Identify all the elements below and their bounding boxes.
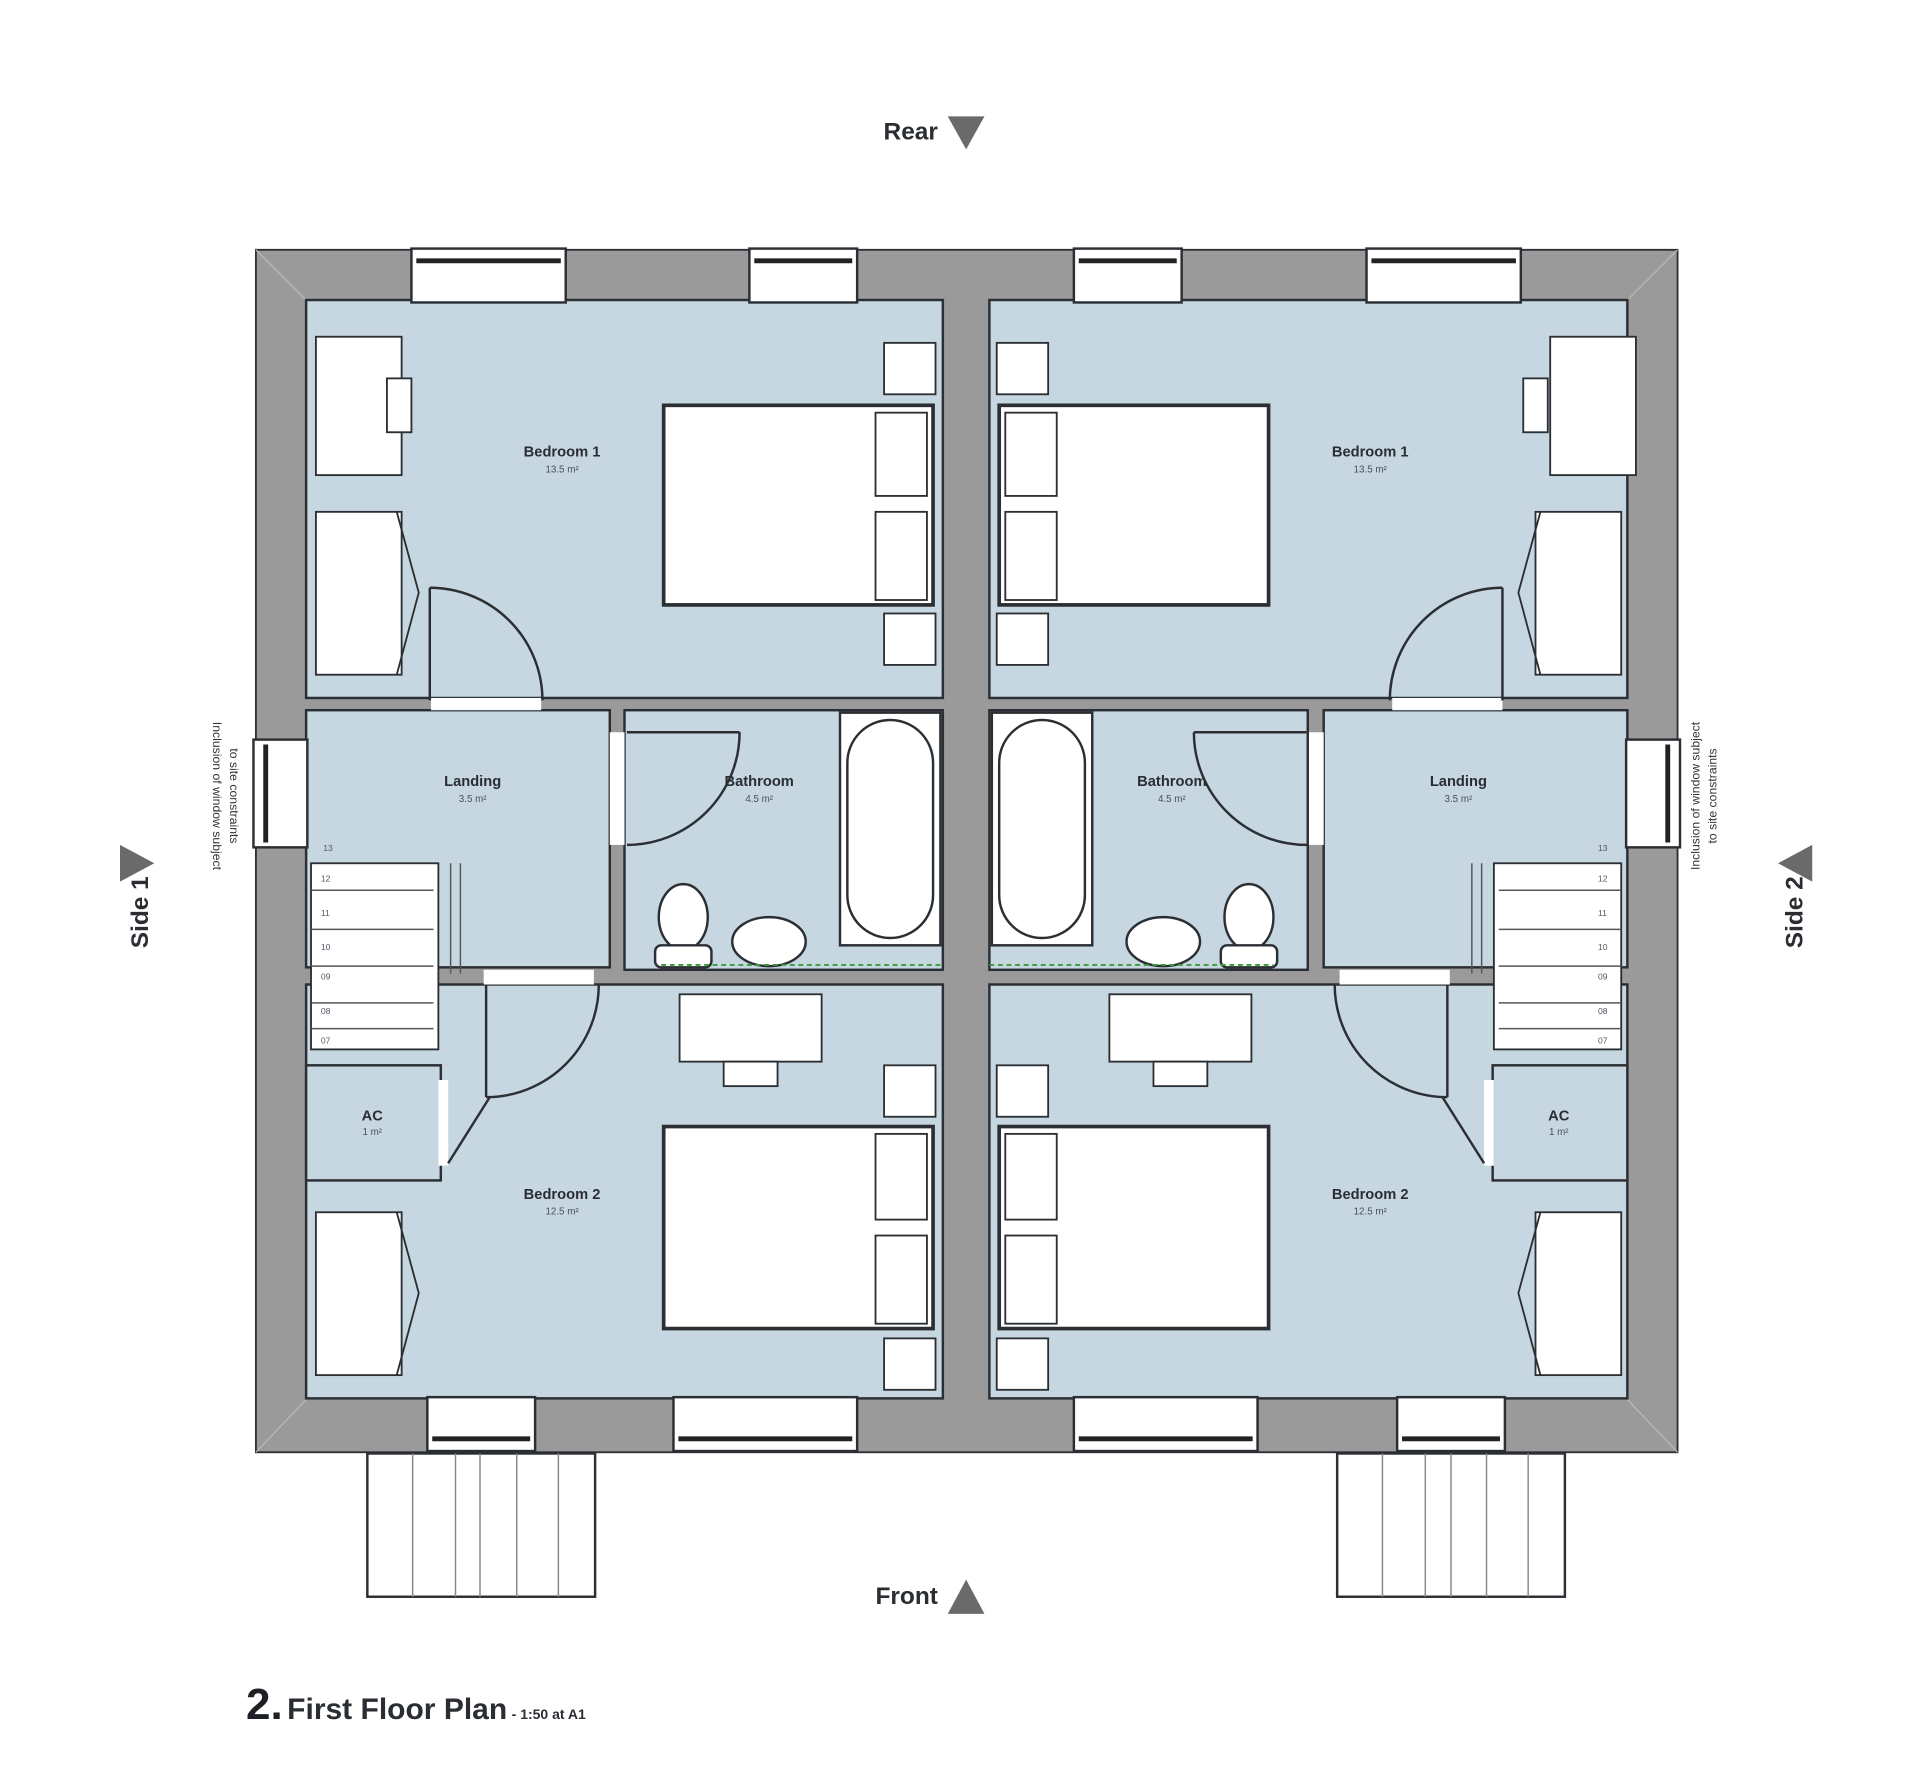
room-label: Bathroom xyxy=(1137,774,1206,790)
svg-text:to site constraints: to site constraints xyxy=(227,748,241,843)
room-area: 4.5 m² xyxy=(1158,794,1186,805)
plan-title: 2. First Floor Plan - 1:50 at A1 xyxy=(246,1680,586,1730)
basins xyxy=(731,915,1202,968)
staircases xyxy=(310,862,1623,1051)
svg-text:08: 08 xyxy=(321,1006,331,1016)
svg-text:12: 12 xyxy=(321,874,331,884)
room-area: 1 m² xyxy=(1549,1127,1569,1138)
room-area: 12.5 m² xyxy=(545,1207,579,1218)
room-label: Bedroom 1 xyxy=(524,445,601,461)
room-area: 3.5 m² xyxy=(1445,794,1473,805)
orientation-rear: Rear xyxy=(884,116,985,150)
orientation-side-1: Side 1 xyxy=(120,844,155,948)
side-note-left: Inclusion of window subject to site cons… xyxy=(210,722,241,871)
room-label: Landing xyxy=(1430,774,1487,790)
stair-numbers: 13 12 11 10 09 08 07 13 12 11 10 09 08 0… xyxy=(321,843,1608,1045)
door-openings xyxy=(431,697,1503,1166)
svg-text:13: 13 xyxy=(323,843,333,853)
room-label: AC xyxy=(362,1108,384,1124)
baths xyxy=(838,711,1094,947)
room-label: Landing xyxy=(444,774,501,790)
svg-text:11: 11 xyxy=(321,908,330,918)
doors xyxy=(428,586,1504,1164)
svg-text:13: 13 xyxy=(1598,843,1608,853)
arrow-left-icon xyxy=(1777,844,1813,882)
windows xyxy=(252,247,1682,1453)
svg-text:10: 10 xyxy=(1598,942,1608,952)
orientation-front: Front xyxy=(875,1579,985,1614)
room-label: Bedroom 2 xyxy=(1332,1187,1409,1203)
porch-canopies xyxy=(366,1452,1567,1598)
wardrobes xyxy=(315,510,1623,1377)
side-note-right: Inclusion of window subject to site cons… xyxy=(1689,721,1720,870)
toilets xyxy=(653,882,1279,969)
svg-text:Side 1: Side 1 xyxy=(127,876,154,948)
room-label: AC xyxy=(1548,1108,1570,1124)
desks xyxy=(315,335,1637,1088)
orientation-side-2: Side 2 xyxy=(1777,844,1813,948)
svg-text:Front: Front xyxy=(875,1583,938,1610)
room-label: Bedroom 1 xyxy=(1332,445,1409,461)
arrow-down-icon xyxy=(947,116,985,150)
room-area: 13.5 m² xyxy=(545,465,579,476)
room-labels: Bedroom 1 13.5 m² Landing 3.5 m² Bathroo… xyxy=(362,445,1570,1218)
arrow-up-icon xyxy=(947,1579,985,1614)
room-area: 12.5 m² xyxy=(1354,1207,1388,1218)
svg-text:11: 11 xyxy=(1598,908,1607,918)
svg-text:Rear: Rear xyxy=(884,119,939,146)
bedside-tables xyxy=(883,341,1050,1391)
svg-text:Side 2: Side 2 xyxy=(1781,876,1808,948)
svg-text:10: 10 xyxy=(321,942,331,952)
svg-text:09: 09 xyxy=(1598,972,1608,982)
window-sills xyxy=(263,258,1671,1442)
stair-treads xyxy=(311,863,1622,1030)
svg-text:08: 08 xyxy=(1598,1006,1608,1016)
room-area: 13.5 m² xyxy=(1354,465,1388,476)
room-area: 1 m² xyxy=(362,1127,382,1138)
svg-text:Inclusion of window subject: Inclusion of window subject xyxy=(1689,721,1703,870)
svg-text:to site constraints: to site constraints xyxy=(1706,748,1720,843)
plan-number: 2. xyxy=(246,1680,283,1729)
porch-slats xyxy=(411,1453,1529,1597)
arrow-right-icon xyxy=(120,844,155,882)
room-label: Bedroom 2 xyxy=(524,1187,601,1203)
room-label: Bathroom xyxy=(725,774,794,790)
plan-name: First Floor Plan xyxy=(287,1693,508,1726)
plan-scale: - 1:50 at A1 xyxy=(511,1706,586,1722)
svg-text:09: 09 xyxy=(321,972,331,982)
svg-text:Inclusion of window subject: Inclusion of window subject xyxy=(210,722,224,871)
svg-text:12: 12 xyxy=(1598,874,1608,884)
pillows xyxy=(874,411,1058,1325)
svg-text:07: 07 xyxy=(321,1035,331,1045)
svg-text:07: 07 xyxy=(1598,1035,1608,1045)
room-area: 4.5 m² xyxy=(745,794,773,805)
room-area: 3.5 m² xyxy=(459,794,487,805)
